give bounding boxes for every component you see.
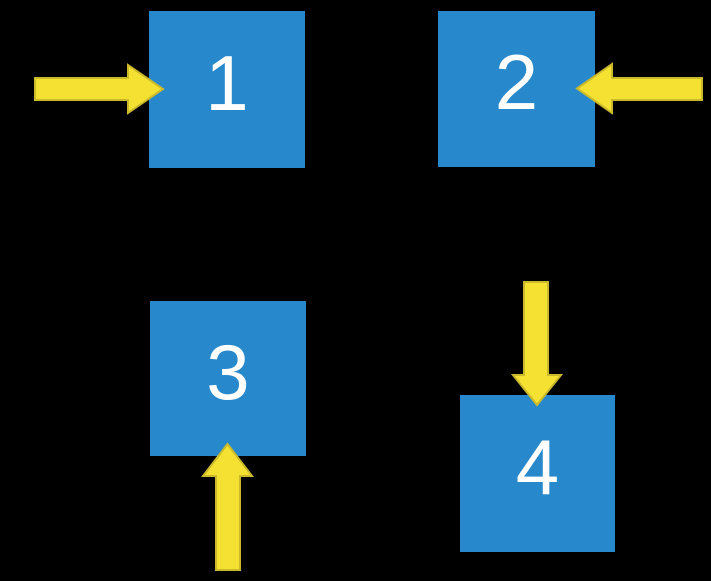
arrow-left-icon xyxy=(575,62,703,115)
square-1: 1 xyxy=(149,11,305,168)
arrow-up-icon xyxy=(200,442,255,571)
square-4: 4 xyxy=(460,395,615,552)
square-1-label: 1 xyxy=(205,38,249,127)
square-4-label: 4 xyxy=(515,422,560,511)
square-2: 2 xyxy=(438,11,595,167)
square-3-label: 3 xyxy=(206,327,250,416)
square-3: 3 xyxy=(150,301,306,456)
square-2-label: 2 xyxy=(494,38,539,126)
arrow-down-icon xyxy=(510,281,564,407)
arrow-right-icon xyxy=(34,63,165,115)
